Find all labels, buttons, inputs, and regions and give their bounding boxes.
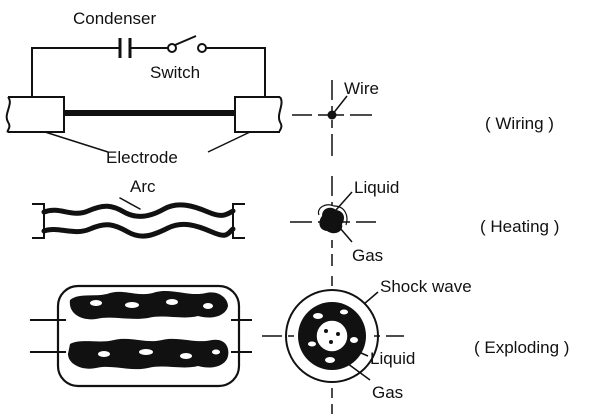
arc-channel bbox=[41, 197, 236, 239]
liquid-label-heating: Liquid bbox=[354, 178, 399, 197]
electrode-right bbox=[234, 96, 283, 133]
wiring-circuit bbox=[31, 35, 266, 98]
wire-label: Wire bbox=[344, 79, 379, 98]
gas-core bbox=[315, 319, 349, 353]
switch-label: Switch bbox=[150, 63, 200, 82]
wire-dot bbox=[327, 110, 337, 120]
heating-electrodes bbox=[32, 203, 245, 239]
gas-label-heating: Gas bbox=[352, 246, 383, 265]
switch-blade bbox=[174, 35, 197, 46]
stage-exploding-label: ( Exploding ) bbox=[474, 338, 569, 357]
electrode-label: Electrode bbox=[106, 148, 178, 167]
shock-wave-envelope bbox=[56, 284, 241, 388]
switch-contact-right bbox=[197, 43, 207, 53]
circuit-wire-left bbox=[31, 47, 120, 98]
electrode-left bbox=[5, 96, 65, 133]
exploding-plasma-texture bbox=[90, 299, 220, 359]
gas-core-texture bbox=[324, 329, 340, 344]
switch-contact-left bbox=[167, 43, 177, 53]
liquid-label-exploding: Liquid bbox=[370, 349, 415, 368]
electrode-pointers bbox=[44, 131, 251, 153]
shock-wave-label: Shock wave bbox=[380, 277, 472, 296]
shock-wave-circle bbox=[285, 289, 379, 383]
heating-blob bbox=[319, 207, 344, 234]
gas-label-exploding: Gas bbox=[372, 383, 403, 402]
arc-label: Arc bbox=[130, 177, 156, 196]
exploding-plasma bbox=[68, 290, 229, 370]
condenser-label: Condenser bbox=[73, 9, 157, 28]
stage-wiring-label: ( Wiring ) bbox=[485, 114, 554, 133]
heating-gas-ring bbox=[317, 204, 348, 226]
exploding-pointers bbox=[339, 291, 379, 381]
exploding-electrodes bbox=[30, 319, 252, 353]
circuit-wire-right bbox=[206, 47, 266, 98]
stage-heating-label: ( Heating ) bbox=[480, 217, 559, 236]
wire-conductor bbox=[64, 110, 235, 116]
liquid-ring-texture bbox=[308, 309, 358, 363]
exploding-cross-section-axes bbox=[262, 276, 404, 414]
